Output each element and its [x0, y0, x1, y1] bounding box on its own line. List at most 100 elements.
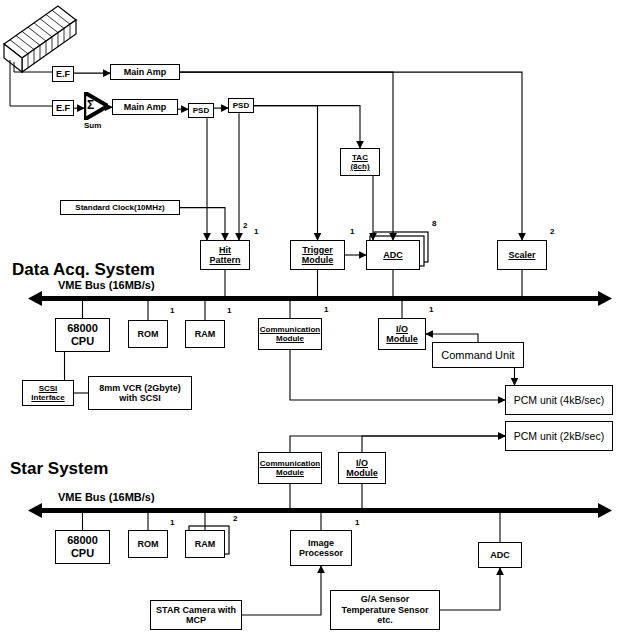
- crystal-line: [52, 10, 70, 24]
- crystal-line: [34, 23, 52, 37]
- crystal-line: [46, 14, 64, 28]
- node-label: RAM: [195, 329, 216, 339]
- signal-line: [521, 270, 522, 296]
- node-label: Image Processor: [295, 538, 347, 559]
- node-label: Scaler: [508, 250, 535, 260]
- system-heading: Data Acq. System: [12, 261, 155, 280]
- node-label: SCSI Interface: [27, 384, 69, 402]
- node-label: PSD: [233, 101, 249, 110]
- vme-bus: VME Bus (16MB/s): [42, 296, 598, 301]
- sensor-box: G/A Sensor Temperature Sensor etc.: [330, 590, 440, 630]
- crystal-line: [64, 28, 65, 42]
- node-label: STAR Camera with MCP: [155, 605, 237, 626]
- signal-line: [178, 109, 188, 110]
- detector-wire: [14, 62, 52, 72]
- signal-line: [224, 270, 225, 296]
- signal-line: [514, 368, 515, 385]
- signal-line: [238, 113, 239, 240]
- signal-line: [289, 484, 290, 508]
- module-box: Communication Module: [258, 318, 322, 350]
- crystal-line: [46, 41, 47, 55]
- command-box: Command Unit: [432, 342, 524, 368]
- node-label: RAM: [195, 539, 216, 549]
- module-box: ADC: [366, 240, 420, 270]
- signal-line: [204, 513, 205, 530]
- crystal-line: [34, 50, 35, 64]
- detector-array: [4, 6, 76, 72]
- node-label: Main Amp: [124, 102, 167, 112]
- node-label: PSD: [193, 106, 209, 115]
- node-label: Standard Clock(10MHz): [75, 203, 164, 212]
- node-label: Sum: [84, 121, 101, 130]
- node-label: Trigger Module: [295, 245, 340, 266]
- follower-box: E.F: [52, 66, 74, 82]
- callout-number: 8: [432, 220, 436, 229]
- node-label: 8mm VCR (2Gbyte) with SCSI: [93, 383, 187, 404]
- memory-box: ROM: [128, 320, 168, 348]
- crystal-line: [28, 54, 29, 68]
- signal-line: [289, 301, 290, 318]
- module-box: Communication Module: [258, 452, 322, 484]
- signal-line: [180, 72, 522, 240]
- module-box: I/O Module: [378, 318, 426, 350]
- node-label: ADC: [490, 550, 510, 560]
- signal-line: [180, 72, 393, 240]
- node-label: PCM unit (4kB/sec): [514, 394, 604, 406]
- signal-line: [242, 566, 321, 615]
- detector-crystals: [10, 10, 70, 68]
- callout-number: 1: [254, 228, 258, 237]
- sum-amplifier: ΣSum: [84, 92, 108, 120]
- callout-number: 1: [170, 307, 174, 316]
- bus-label: VME Bus (16MB/s): [56, 491, 157, 504]
- bus-arrow: [598, 503, 612, 518]
- module-box: Hit Pattern: [200, 240, 250, 270]
- node-label: ADC: [383, 250, 403, 260]
- signal-line: [426, 334, 478, 342]
- signal-line: [204, 301, 205, 320]
- module-box: TAC (8ch): [340, 148, 380, 176]
- pcm-box: PCM unit (4kB/sec): [505, 385, 613, 415]
- bus-arrow: [598, 291, 612, 306]
- crystal-line: [40, 19, 58, 33]
- node-label: TAC (8ch): [345, 153, 375, 171]
- crystal-line: [10, 40, 28, 54]
- signal-line: [345, 254, 366, 255]
- callout-number: 1: [170, 519, 174, 528]
- node-label: 68000 CPU: [60, 322, 105, 347]
- node-label: I/O Module: [383, 324, 421, 345]
- module-box: ADC: [478, 542, 522, 568]
- node-label: Communication Module: [260, 325, 320, 343]
- signal-line: [74, 73, 110, 74]
- signal-line: [74, 392, 88, 393]
- node-label: 68000 CPU: [60, 534, 105, 559]
- signal-line: [180, 208, 225, 240]
- signal-line: [74, 108, 84, 109]
- signal-line: [290, 436, 505, 452]
- signal-line: [361, 484, 362, 508]
- node-label: ROM: [138, 329, 159, 339]
- signal-line: [440, 568, 500, 610]
- interface-box: SCSI Interface: [22, 380, 74, 406]
- stacked-boards: [189, 232, 428, 554]
- signal-line: [82, 513, 83, 530]
- node-label: Communication Module: [260, 459, 320, 477]
- callout-number: 1: [429, 306, 433, 315]
- callout-number: 2: [550, 228, 554, 237]
- node-label: Command Unit: [441, 349, 514, 362]
- signal-line: [401, 301, 402, 318]
- callout-number: 2: [243, 222, 247, 231]
- crystal-line: [22, 31, 40, 45]
- callout-number: 2: [233, 515, 237, 524]
- node-label: ROM: [138, 539, 159, 549]
- module-box: Scaler: [497, 240, 547, 270]
- amplifier-box: Main Amp: [112, 99, 178, 115]
- signal-line: [206, 118, 207, 240]
- node-label: E.F: [56, 69, 70, 79]
- node-label: I/O Module: [343, 458, 381, 479]
- psd-box: PSD: [228, 98, 254, 113]
- signal-line: [362, 436, 505, 452]
- signal-line: [392, 270, 393, 296]
- crystal-line: [70, 24, 71, 38]
- crystal-line: [52, 37, 53, 51]
